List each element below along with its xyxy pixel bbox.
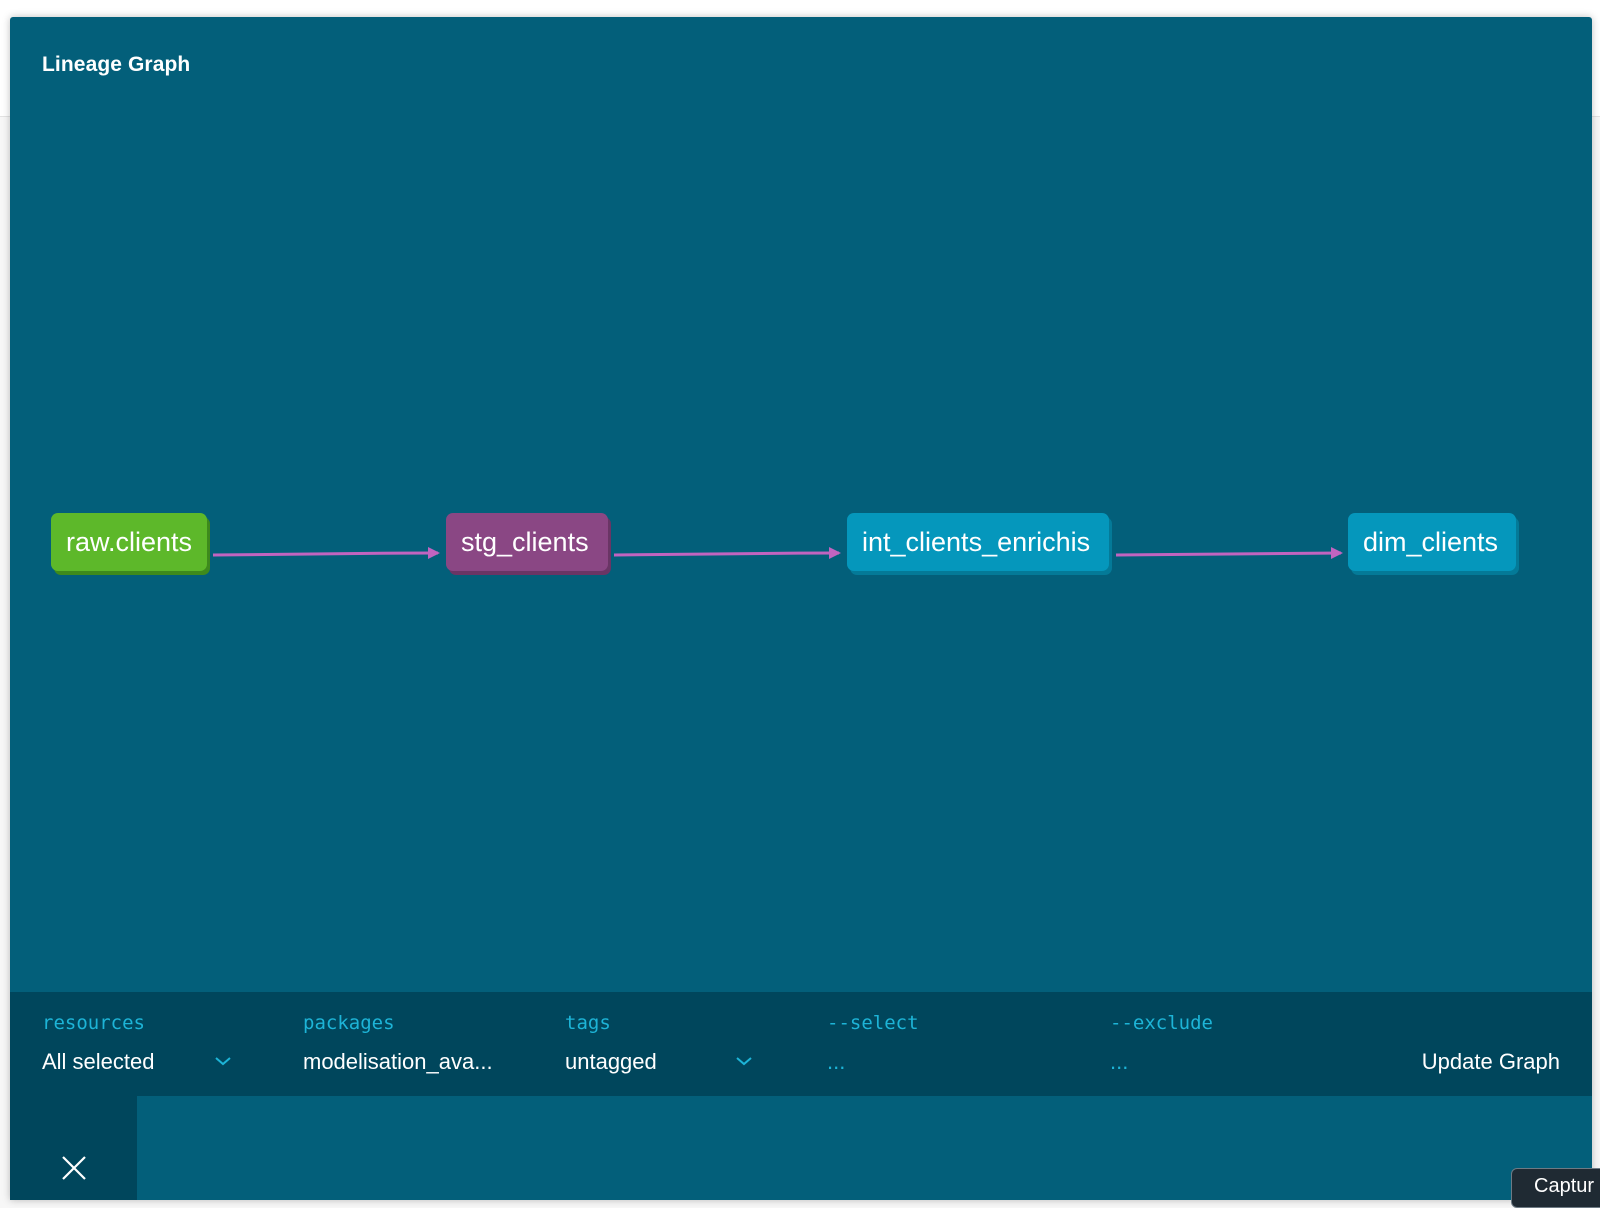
lineage-graph-modal: Lineage Graph raw.clients stg_clients in…	[10, 17, 1592, 1200]
edge-raw-to-stg	[212, 547, 440, 560]
filter-value-resources[interactable]: All selected	[42, 1049, 155, 1074]
capture-button[interactable]: Captur	[1511, 1168, 1600, 1208]
node-int-clients-enrichis[interactable]: int_clients_enrichis	[847, 513, 1109, 571]
edge-int-to-dim	[1115, 547, 1343, 560]
filter-bar: resources All selected packages modelisa…	[10, 992, 1592, 1096]
filter-value-packages[interactable]: modelisation_ava...	[303, 1049, 493, 1074]
chevron-down-icon[interactable]	[214, 1054, 232, 1068]
filter-label-exclude: --exclude	[1110, 1012, 1213, 1034]
filter-label-tags: tags	[565, 1012, 611, 1034]
filter-label-select: --select	[827, 1012, 919, 1034]
node-stg-clients[interactable]: stg_clients	[446, 513, 608, 571]
node-dim-clients[interactable]: dim_clients	[1348, 513, 1516, 571]
close-icon[interactable]	[60, 1154, 88, 1182]
filter-tags[interactable]: tags untagged	[565, 992, 765, 1096]
filter-exclude[interactable]: --exclude	[1110, 992, 1350, 1096]
graph-edges	[212, 547, 1343, 560]
filter-label-resources: resources	[42, 1012, 145, 1034]
update-graph-button[interactable]: Update Graph	[1421, 1049, 1560, 1074]
filter-label-packages: packages	[303, 1012, 395, 1034]
filter-select[interactable]: --select	[827, 992, 1067, 1096]
modal-title: Lineage Graph	[42, 53, 191, 76]
select-input[interactable]	[827, 1049, 1047, 1075]
filter-resources[interactable]: resources All selected	[42, 992, 242, 1096]
close-panel	[10, 1096, 137, 1200]
node-raw-clients[interactable]: raw.clients	[51, 513, 207, 571]
filter-value-tags[interactable]: untagged	[565, 1049, 657, 1074]
filter-packages[interactable]: packages modelisation_ava...	[303, 992, 523, 1096]
edge-stg-to-int	[613, 547, 841, 560]
chevron-down-icon[interactable]	[735, 1054, 753, 1068]
exclude-input[interactable]	[1110, 1049, 1330, 1075]
graph-canvas[interactable]: raw.clients stg_clients int_clients_enri…	[10, 17, 1592, 992]
